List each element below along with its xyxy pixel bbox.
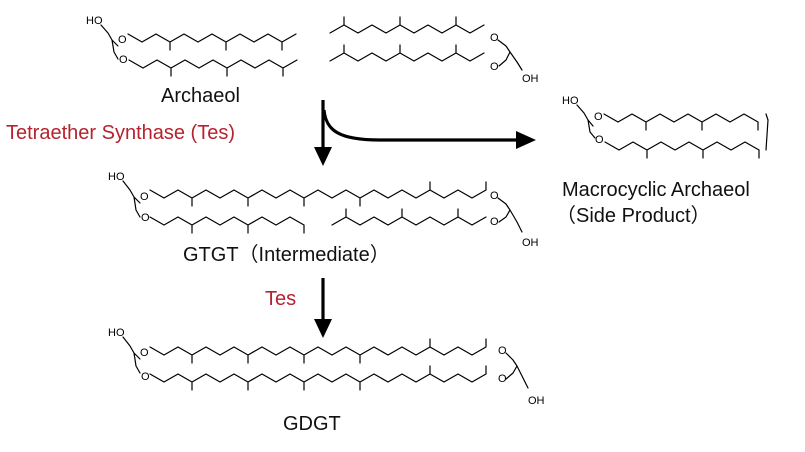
hydroxyl-label: HO (86, 15, 103, 27)
gtgt-label: GTGT（Intermediate） (183, 243, 390, 266)
arrow-head-right (516, 131, 536, 149)
hydroxyl-label: HO (108, 327, 125, 339)
arrow-to-macrocycle (322, 109, 520, 142)
glycerol-backbone (505, 352, 529, 389)
ether-oxygen: O (490, 32, 499, 44)
glycerol-backbone (497, 39, 523, 71)
archaeol-left-molecule: HO O O (86, 15, 298, 77)
ether-oxygen: O (118, 34, 127, 46)
ether-oxygen: O (490, 61, 499, 73)
glycerol-backbone (100, 24, 119, 60)
glycerol-backbone (122, 180, 141, 218)
isoprenoid-chain (604, 141, 760, 159)
hydroxyl-label: HO (562, 95, 579, 107)
gtgt-structure: HO O O O O OH (108, 171, 539, 249)
ether-oxygen: O (119, 54, 128, 66)
isoprenoid-chain (128, 59, 298, 77)
isoprenoid-chain (329, 16, 485, 34)
hydroxyl-label: OH (522, 237, 539, 249)
archaeol-structures: HO O O O O OH (86, 15, 539, 85)
ether-oxygen: O (490, 216, 499, 228)
reaction-arrow-step-two (314, 278, 332, 338)
side-product-label: （Side Product） (556, 204, 711, 227)
archaeol-label: Archaeol (161, 85, 240, 107)
hydroxyl-label: OH (528, 395, 545, 407)
gdgt-structure: HO O O O O OH (108, 327, 545, 407)
macrocyclic-archaeol-label: Macrocyclic Archaeol (562, 179, 750, 201)
ether-oxygen: O (141, 212, 150, 224)
glycerol-backbone (576, 104, 596, 139)
ether-oxygen: O (140, 191, 149, 203)
ether-oxygen: O (595, 134, 604, 146)
isoprenoid-chain (127, 33, 297, 51)
macrocycle-linkage (765, 113, 769, 151)
enzyme-label-tes-full: Tetraether Synthase (Tes) (6, 122, 235, 144)
macrocyclic-archaeol-structure: HO O O (562, 95, 769, 159)
glycerol-backbone (122, 336, 141, 374)
isoprenoid-chain (149, 216, 305, 234)
isoprenoid-chain (331, 208, 487, 226)
ether-oxygen: O (490, 190, 499, 202)
glycerol-backbone (497, 197, 523, 233)
reaction-arrows-step-one (314, 100, 536, 166)
archaeol-right-molecule: O O OH (329, 16, 539, 85)
gdgt-label: GDGT (283, 413, 341, 435)
isoprenoid-chain (329, 44, 485, 62)
isoprenoid-chain (603, 113, 759, 131)
ether-oxygen: O (498, 373, 507, 385)
ether-oxygen: O (141, 371, 150, 383)
tetraether-chain (149, 338, 487, 364)
ether-oxygen: O (140, 347, 149, 359)
hydroxyl-label: HO (108, 171, 125, 183)
arrow-head-down (314, 319, 332, 338)
tetraether-chain (149, 365, 487, 391)
tetraether-chain (149, 181, 487, 207)
ether-oxygen: O (594, 111, 603, 123)
hydroxyl-label: OH (522, 73, 539, 85)
arrow-head-down (314, 147, 332, 166)
enzyme-label-tes: Tes (265, 288, 296, 310)
ether-oxygen: O (498, 345, 507, 357)
